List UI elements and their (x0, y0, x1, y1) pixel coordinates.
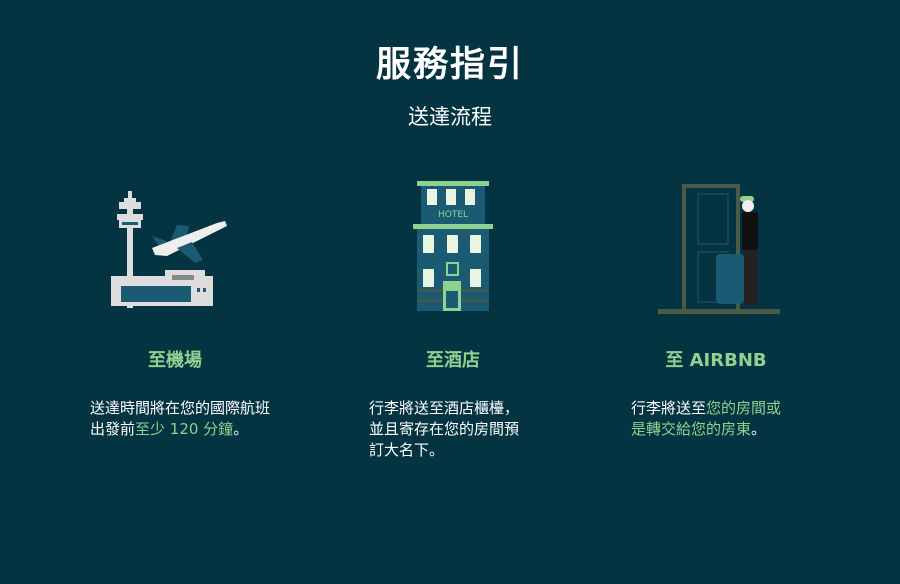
airbnb-description: 行李將送至您的房間或是轉交給您的房東。 (631, 399, 782, 438)
hotel-icon: HOTEL (413, 181, 493, 311)
hotel-description: 行李將送至酒店櫃檯，並且寄存在您的房間預訂大名下。 (369, 399, 520, 459)
airport-heading: 至機場 (148, 350, 202, 371)
airbnb-door-icon (658, 184, 780, 314)
page-title: 服務指引 (375, 45, 524, 85)
airport-description: 送達時間將在您的國際航班出發前至少 120 分鐘。 (90, 399, 271, 438)
hotel-heading: 至酒店 (426, 350, 480, 371)
page-subtitle: 送達流程 (408, 105, 492, 129)
svg-text:HOTEL: HOTEL (438, 210, 468, 220)
airbnb-heading: 至 AIRBNB (665, 350, 767, 371)
airport-icon (111, 191, 227, 308)
